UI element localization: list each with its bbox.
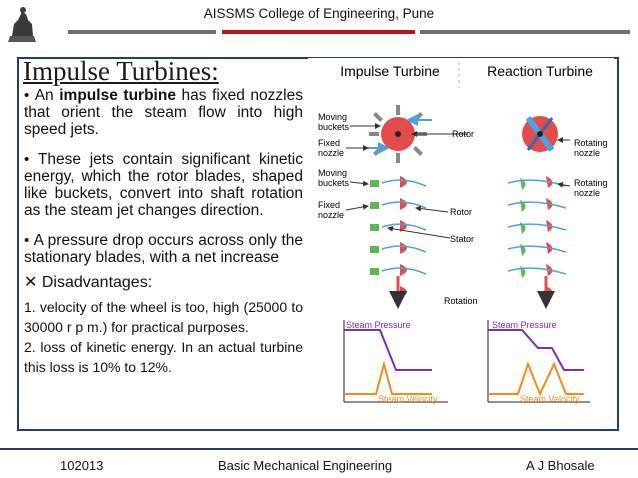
footer-author: A J Bhosale	[526, 458, 595, 473]
footer-code: 102013	[60, 458, 104, 473]
label-stator: Stator	[450, 234, 474, 244]
footer-divider	[0, 448, 638, 450]
reaction-velocity-label: Steam Velocity	[520, 394, 580, 404]
header-divider-red	[222, 30, 415, 34]
reaction-title: Reaction Turbine	[487, 63, 593, 79]
header-divider-gray	[68, 30, 216, 34]
impulse-velocity-label: Steam Velocity	[378, 394, 438, 404]
disadvantages-heading: ✕ Disadvantages:	[24, 274, 153, 291]
impulse-pressure-velocity-graph: Steam Pressure Steam Velocity	[343, 320, 448, 404]
impulse-title: Impulse Turbine	[340, 63, 440, 79]
reaction-pressure-velocity-graph: Steam Pressure Steam Velocity	[487, 320, 590, 404]
label-rotor-2: Rotor	[450, 207, 472, 217]
cross-icon: ✕	[24, 274, 42, 291]
footer-course: Basic Mechanical Engineering	[218, 458, 393, 473]
bullet-3: • A pressure drop occurs across only the…	[24, 232, 303, 266]
label-rotation: Rotation	[444, 296, 478, 306]
disadvantage-1: 1. velocity of the wheel is too, high (2…	[24, 299, 303, 335]
bullet-1-bold: impulse turbine	[59, 87, 176, 104]
disadvantage-2: 2. loss of kinetic energy. In an actual …	[24, 339, 303, 375]
slide-title: Impulse Turbines:	[23, 56, 219, 86]
label-rotor-1: Rotor	[452, 129, 474, 139]
impulse-pressure-label: Steam Pressure	[346, 320, 411, 330]
reaction-wheel	[522, 116, 558, 152]
reaction-blade-rows	[507, 176, 567, 298]
college-name: AISSMS College of Engineering, Pune	[203, 6, 435, 21]
rotation-arrows	[389, 276, 555, 309]
bullet-2: • These jets contain significant kinetic…	[24, 151, 303, 219]
bullet-list: • An impulse turbine has fixed nozzles t…	[24, 87, 303, 377]
header-divider-gray-right	[420, 30, 630, 34]
college-logo	[8, 7, 36, 42]
reaction-pressure-label: Steam Pressure	[492, 320, 557, 330]
bullet-1: • An impulse turbine has fixed nozzles t…	[24, 87, 303, 138]
